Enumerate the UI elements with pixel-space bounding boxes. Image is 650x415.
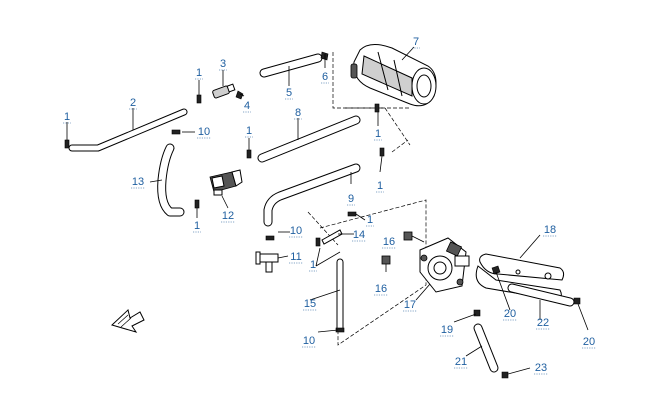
svg-text:16: 16: [383, 236, 395, 248]
svg-text:1: 1: [367, 214, 373, 226]
svg-text:1: 1: [310, 259, 316, 271]
hose-part-8: [257, 115, 361, 163]
bolt-part-16a: [403, 231, 425, 243]
callout-p16b[interactable]: 16: [374, 283, 388, 296]
svg-text:1: 1: [377, 180, 383, 192]
callout-p14[interactable]: 14: [352, 229, 366, 242]
svg-text:7: 7: [413, 36, 419, 48]
svg-text:5: 5: [286, 87, 292, 99]
svg-text:1: 1: [246, 125, 252, 137]
callout-p10b[interactable]: 10: [289, 225, 303, 238]
svg-text:1: 1: [375, 128, 381, 140]
callout-p10c[interactable]: 10: [302, 335, 316, 348]
callout-p1d[interactable]: 1: [374, 128, 382, 141]
callout-p5[interactable]: 5: [285, 87, 293, 100]
valve-part-12: [209, 169, 243, 196]
callout-p21[interactable]: 21: [454, 356, 468, 369]
callout-p16a[interactable]: 16: [382, 236, 396, 249]
callout-p2[interactable]: 2: [129, 97, 137, 110]
callout-p20b[interactable]: 20: [582, 336, 596, 349]
clip-part-20a: [491, 265, 501, 275]
callout-p3[interactable]: 3: [219, 58, 227, 71]
svg-text:21: 21: [455, 356, 467, 368]
callout-p6[interactable]: 6: [321, 71, 329, 84]
svg-text:1: 1: [196, 67, 202, 79]
svg-text:18: 18: [544, 224, 556, 236]
callout-p9[interactable]: 9: [347, 193, 355, 206]
hose-part-22: [507, 283, 575, 307]
svg-text:15: 15: [304, 298, 316, 310]
svg-text:23: 23: [535, 362, 547, 374]
callout-p11[interactable]: 11: [289, 251, 303, 264]
callout-p22[interactable]: 22: [536, 317, 550, 330]
clip-part-4: [235, 90, 244, 100]
svg-text:20: 20: [583, 336, 595, 348]
callout-p1f[interactable]: 1: [193, 220, 201, 233]
svg-text:2: 2: [130, 97, 136, 109]
callout-p1c[interactable]: 1: [245, 125, 253, 138]
svg-text:8: 8: [295, 107, 301, 119]
svg-text:4: 4: [244, 100, 250, 112]
callout-p1a[interactable]: 1: [63, 111, 71, 124]
svg-text:3: 3: [220, 58, 226, 70]
bolt-part-16b: [381, 255, 391, 272]
clip-part-23: [501, 371, 509, 379]
callout-p4[interactable]: 4: [243, 100, 251, 113]
svg-text:1: 1: [64, 111, 70, 123]
callout-p10a[interactable]: 10: [197, 126, 211, 139]
svg-text:10: 10: [303, 335, 315, 347]
callout-p1h[interactable]: 1: [309, 259, 317, 272]
clip-part-6: [320, 51, 329, 61]
callout-p7[interactable]: 7: [412, 36, 420, 49]
clip-part-1-markers: [64, 94, 385, 247]
hose-part-13: [157, 143, 185, 217]
svg-text:20: 20: [504, 308, 516, 320]
callout-p19[interactable]: 19: [440, 324, 454, 337]
callout-p20a[interactable]: 20: [503, 308, 517, 321]
hose-part-9: [263, 163, 361, 227]
canister-part-7: [350, 44, 437, 107]
svg-text:22: 22: [537, 317, 549, 329]
callout-p15[interactable]: 15: [303, 298, 317, 311]
hose-part-21: [473, 323, 499, 373]
callout-p13[interactable]: 13: [131, 176, 145, 189]
svg-text:16: 16: [375, 283, 387, 295]
svg-text:11: 11: [290, 251, 301, 263]
svg-text:1: 1: [194, 220, 200, 232]
svg-text:12: 12: [222, 210, 234, 222]
fitting-part-3: [212, 83, 236, 99]
svg-text:6: 6: [322, 71, 328, 83]
clip-part-20b: [573, 297, 581, 305]
svg-text:9: 9: [348, 193, 354, 205]
svg-text:13: 13: [132, 176, 144, 188]
callout-p17[interactable]: 17: [403, 299, 417, 312]
clip-part-19: [473, 309, 481, 317]
svg-text:17: 17: [404, 299, 416, 311]
svg-text:10: 10: [290, 225, 302, 237]
purge-valve-part-17: [419, 237, 470, 293]
fitting-part-11: [255, 251, 279, 273]
callout-p1b[interactable]: 1: [195, 67, 203, 80]
leader-lines: [66, 46, 589, 375]
hose-part-5: [259, 53, 323, 78]
callout-p1e[interactable]: 1: [376, 180, 384, 193]
callout-p8[interactable]: 8: [294, 107, 302, 120]
hose-part-2: [68, 108, 188, 152]
callout-p12[interactable]: 12: [221, 210, 235, 223]
svg-text:10: 10: [198, 126, 210, 138]
svg-text:14: 14: [353, 229, 365, 241]
front-direction-arrow-icon: [111, 309, 145, 333]
callout-p23[interactable]: 23: [534, 362, 548, 375]
callout-p1g[interactable]: 1: [366, 214, 374, 227]
svg-text:19: 19: [441, 324, 453, 336]
clip-part-14: [321, 229, 343, 245]
callout-p18[interactable]: 18: [543, 224, 557, 237]
